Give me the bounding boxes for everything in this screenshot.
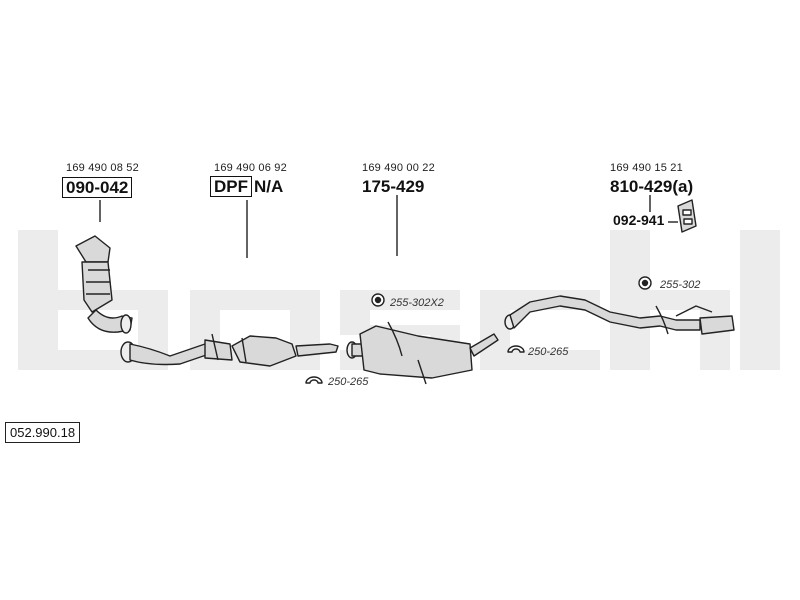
- clamp-label-3[interactable]: 250-265: [528, 346, 569, 358]
- clamp-label-2[interactable]: 250-265: [328, 376, 369, 388]
- part-number-2[interactable]: DPF: [210, 176, 252, 197]
- clamp-icon: [371, 293, 385, 307]
- part-090-042-drawing: [75, 235, 133, 334]
- clamp-icon: [638, 276, 652, 290]
- clamp-label-4[interactable]: 255-302: [660, 279, 701, 291]
- part-810-429-drawing: [504, 295, 735, 335]
- oe-number-3: 169 490 00 22: [362, 162, 435, 174]
- clamp-icon: [507, 345, 525, 353]
- oe-number-2: 169 490 06 92: [214, 162, 287, 174]
- part-number-3[interactable]: 175-429: [362, 177, 425, 196]
- oe-number-4: 169 490 15 21: [610, 162, 683, 174]
- diagram-reference: 052.990.18: [5, 422, 81, 443]
- part-dpf-drawing: [120, 333, 339, 367]
- sub-part-number-4[interactable]: 092-941: [613, 212, 665, 228]
- part-number-1[interactable]: 090-042: [62, 177, 133, 198]
- clamp-label-1[interactable]: 255-302X2: [390, 297, 444, 309]
- clamp-icon: [305, 376, 323, 384]
- part-175-429-drawing: [346, 321, 499, 385]
- oe-number-1: 169 490 08 52: [66, 162, 139, 174]
- part-number-4[interactable]: 810-429(a): [610, 177, 694, 196]
- part-note-2: N/A: [254, 177, 284, 196]
- part-092-941-drawing: [677, 199, 697, 233]
